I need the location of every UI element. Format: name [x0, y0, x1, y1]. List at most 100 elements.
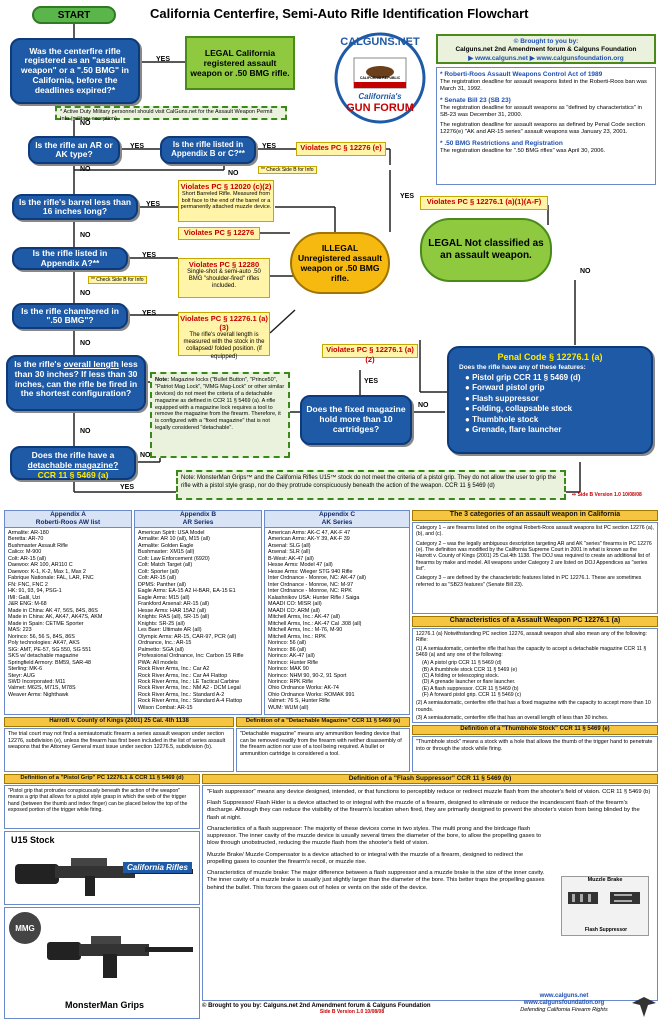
question-registered[interactable]: Was the centerfire rifle registered as a… [10, 38, 140, 104]
appendix-list-item: American Spirit: USA Model [138, 529, 205, 536]
appendix-list-item: Olympic Arms: AR-15, CAR-97, PCR (all) [138, 633, 237, 640]
appendix-list-item: Armalite: Golden Eagle [138, 542, 194, 549]
category-1: Category 1 – are firearms listed on the … [416, 525, 654, 538]
legal-not-classified-box: LEGAL Not classified as an assault weapo… [420, 218, 552, 282]
appendix-list-item: Valmet: 76 S, Hunter Rifle [268, 698, 330, 705]
question-ar-ak[interactable]: Is the rifle an AR or AK type? [28, 136, 120, 164]
flash-p1: "Flash suppressor" means any device desi… [207, 789, 651, 795]
answer-no-penal: NO [580, 268, 591, 275]
monsterman-note: Note: MonsterMan Grips™ and the Californ… [176, 470, 566, 500]
category-3: Category 3 – are defined by the characte… [416, 575, 642, 588]
logo-top-text: CALGUNS.NET [340, 36, 420, 48]
magazine-lock-note: Note: Magazine locks ("Bullet Button", "… [150, 372, 290, 458]
feature-item: ● Pistol grip CCR 11 § 5469 (d) [465, 373, 581, 382]
question-barrel-length[interactable]: Is the rifle's barrel less than 16 inche… [12, 194, 138, 220]
appendix-list-item: Sterling: MK-6 [8, 666, 43, 673]
feature-item: ● Forward pistol grip [465, 383, 545, 393]
flash-p5: Characteristics of muzzle brake: The maj… [207, 870, 545, 891]
monsterman-label: MonsterMan Grips [65, 1000, 145, 1010]
appendix-list-item: Norinco: 86 (all) [268, 646, 307, 653]
violation-12276-1-a3: Violates PC § 12276.1 (a)(3) The rifle's… [178, 312, 270, 360]
appendix-list-item: Springfield Armory: BM59, SAR-48 [8, 659, 91, 666]
appendix-list-item: J&R ENG: M-68 [8, 601, 47, 608]
info-50bmg-text: The registration deadline for ".50 BMG r… [440, 148, 606, 155]
appendix-list-item: B-West: AK-47 (all) [268, 555, 314, 562]
violation-12020: Violates PC § 12020 (c)(2) Short Barrele… [178, 180, 274, 222]
appendix-list-item: Calico: M-900 [8, 549, 42, 556]
appendix-list-item: Norinco: Hunter Rifle [268, 659, 319, 666]
appendix-list-item: WUM: WUM (all) [268, 704, 309, 711]
question-fixed-magazine[interactable]: Does the fixed magazine hold more than 1… [300, 395, 412, 445]
footer-url1[interactable]: www.calguns.net [539, 993, 589, 999]
info-50bmg-title: * .50 BMG Restrictions and Registration [440, 140, 563, 148]
answer-no-1: NO [80, 120, 91, 127]
appendix-list-item: Armalite: AR 10 (all), M15 (all) [138, 536, 210, 543]
question-50bmg[interactable]: Is the rifle chambered in ".50 BMG"? [12, 303, 128, 329]
answer-yes-4: YES [146, 201, 161, 208]
brought-line1: Calguns.net 2nd Amendment forum & Calgun… [455, 46, 637, 54]
appendix-list-item: Mitchell Arms, Inc.: AK-47 (all) [268, 614, 340, 621]
penal-code-lead: Does the rifle have any of these feature… [459, 364, 586, 371]
appendix-list-item: Rock River Arms, Inc.: Car A2 [138, 666, 210, 673]
answer-yes-9: YES [364, 378, 379, 385]
question-appendix-bc[interactable]: Is the rifle listed in Appendix B or C?*… [160, 136, 256, 164]
appendix-list-item: Les Baer: Ultimate AR (all) [138, 627, 202, 634]
eagle-graphic [632, 997, 656, 1017]
monsterman-grips-image: MMG MonsterMan Grips [4, 907, 200, 1019]
appendix-list-item: Wilson Combat: AR-15 [138, 704, 193, 711]
characteristic-item: (B) A thumbhole stock CCR 11 § 5469 (e) [422, 666, 518, 673]
feature-item: ● Folding, collapsable stock [465, 404, 573, 414]
characteristics-p2: (2) A semiautomatic, centerfire rifle th… [416, 700, 651, 713]
feature-item: ● Thumbhole stock [465, 414, 539, 424]
thumbhole-title: Definition of a "Thumbhole Stock" CCR 11… [412, 725, 658, 735]
flash-suppressor-label: Flash Suppressor [584, 927, 628, 933]
appendix-list-item: FN: FNC, FNC 2 [8, 581, 48, 588]
categories-title: The 3 categories of an assault weapon in… [412, 510, 658, 521]
appendix-list-item: Bushmaster Assault Rifle [8, 542, 68, 549]
category-2: Category 2 – was the legally ambiguous d… [416, 540, 652, 573]
answer-yes-penal: YES [400, 193, 415, 200]
appendix-list-item: Rock River Arms, Inc.: NM A2 - DCM Legal [138, 685, 241, 692]
appendix-list-item: Steyr: AUG [8, 672, 35, 679]
answer-no-3: NO [228, 170, 239, 177]
appendix-list-item: Rock River Arms, Inc.: Standard A-4 Flat… [138, 698, 243, 705]
penal-features-list: ● Pistol grip CCR 11 § 5469 (d) ● Forwar… [455, 373, 645, 435]
characteristics-panel: 12276.1 (a) Notwithstanding PC section 1… [412, 628, 658, 723]
appendix-list-item: Mitchell Arms, Inc.: RPK [268, 633, 326, 640]
logo-flag-text: CALIFORNIA REPUBLIC [359, 76, 401, 80]
question-overall-length[interactable]: Is the rifle's overall length less than … [6, 355, 146, 411]
appendix-list-item: Colt: Match Target (all) [138, 562, 193, 569]
answer-yes-2: YES [130, 143, 145, 150]
footer-links: www.calguns.net www.calgunsfoundation.or… [500, 993, 628, 1014]
answer-yes-8: YES [120, 484, 135, 491]
answer-no-5: NO [80, 290, 91, 297]
detachable-title: Definition of a "Detachable Magazine" CC… [236, 717, 410, 727]
answer-yes-5: YES [142, 252, 157, 259]
appendix-list-item: Made in China: AK, AK47, AK47S, AKM [8, 614, 103, 621]
appendix-list-item: SWD Incorporated: M11 [8, 678, 66, 685]
appendix-list-item: Mitchell Arms, Inc.: AK-47 Cal .308 (all… [268, 620, 362, 627]
appendix-list-item: Hesse Arms: Model 47 (all) [268, 562, 333, 569]
appendix-list-item: Rock River Arms, Inc.: Car A4 Flattop [138, 672, 228, 679]
page-title: California Centerfire, Semi-Auto Rifle I… [150, 6, 529, 21]
appendix-list-item: American Arms: AK-Y 39, AK-F 39 [268, 536, 350, 543]
violation-12276e: Violates PC § 12276 (e) [296, 142, 386, 156]
brought-links[interactable]: ▶ www.calguns.net ▶ www.calgunsfoundatio… [468, 54, 624, 62]
california-rifles-label: California Rifles [123, 862, 192, 873]
rifle-icon [15, 858, 193, 896]
flash-panel: "Flash suppressor" means any device desi… [202, 785, 658, 1001]
characteristic-item: (A) A pistol grip CCR 11 § 5469 (d) [422, 660, 502, 667]
appendix-list-item: Norinco: AK-47 (all) [268, 653, 315, 660]
appendix-list-item: Rock River Arms, Inc.: LE Tactical Carbi… [138, 678, 240, 685]
appendix-list-item: IMI: Galil, Uzi [8, 594, 41, 601]
calguns-logo: CALGUNS.NET CALIFORNIA REPUBLIC Californ… [330, 30, 430, 126]
question-detachable-magazine[interactable]: Does the rifle have a detachable magazin… [10, 446, 136, 480]
start-node: START [32, 6, 116, 24]
footer-url2[interactable]: www.calgunsfoundation.org [523, 1000, 605, 1007]
question-appendix-a[interactable]: Is the rifle listed in Appendix A?** [12, 247, 128, 270]
answer-yes-1: YES [156, 56, 171, 63]
